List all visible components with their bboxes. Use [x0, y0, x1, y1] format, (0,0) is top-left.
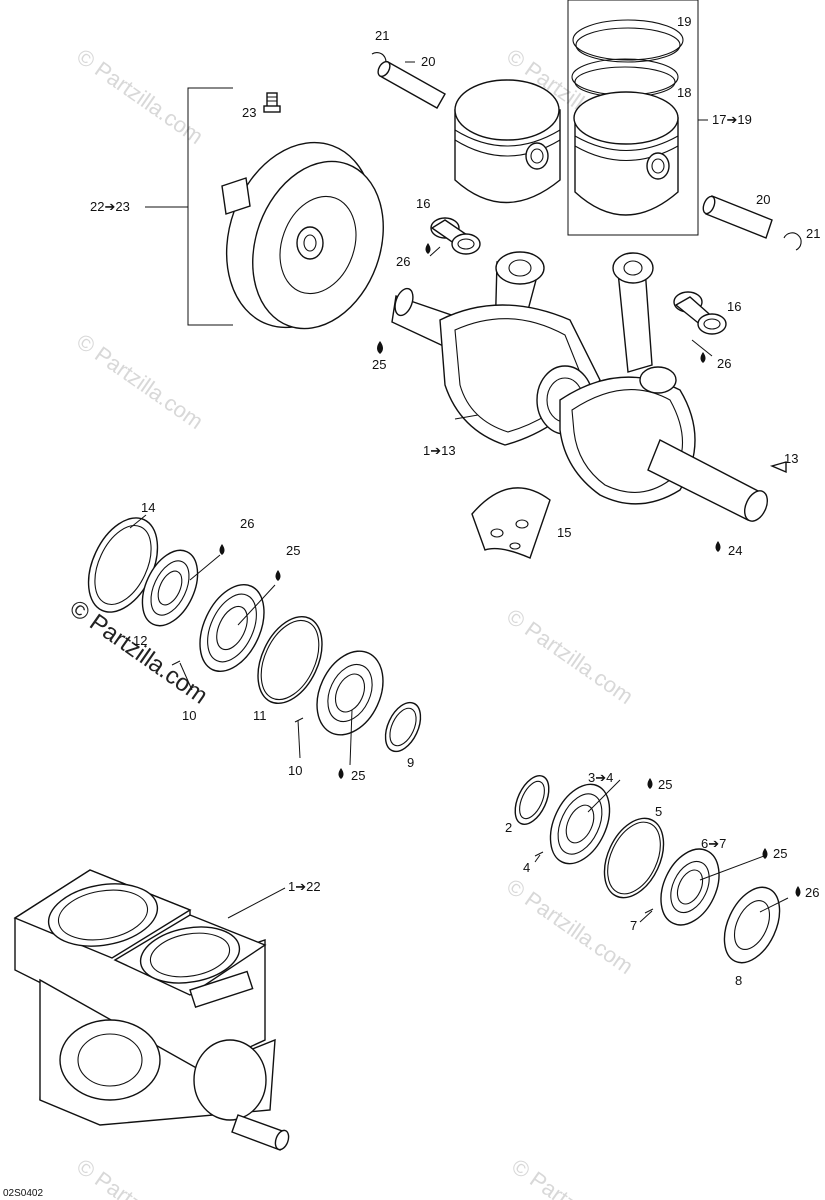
part-label: 16: [416, 196, 430, 211]
crankshaft-part: [391, 251, 769, 522]
piston-pin-part: [377, 60, 446, 109]
lubrication-drop-icons: [219, 243, 801, 897]
part-label: 7: [630, 918, 637, 933]
oil-drop-icon: [425, 243, 431, 254]
part-label: 1➔22: [288, 879, 321, 894]
part-label: 14: [141, 500, 155, 515]
part-label: 26: [805, 885, 819, 900]
watermark: © Partzilla.com: [507, 1154, 643, 1200]
pin-part: [171, 660, 181, 666]
part-label: 25: [372, 357, 386, 372]
part-label: 1➔13: [423, 443, 456, 458]
bearing-cage-part: [471, 487, 551, 559]
part-label: 22➔23: [90, 199, 130, 214]
ball-bearing-part: [660, 848, 720, 926]
ball-bearing-part: [199, 583, 265, 673]
part-label: 4: [523, 860, 530, 875]
part-label: 13: [784, 451, 798, 466]
part-label: 16: [727, 299, 741, 314]
watermark: © Partzilla.com: [72, 329, 208, 435]
part-label: 24: [728, 543, 742, 558]
pin-part: [294, 717, 304, 723]
needle-bearing-part: [430, 217, 481, 255]
watermark: © Partzilla.com: [502, 604, 638, 710]
part-label: 9: [407, 755, 414, 770]
oil-drop-icon: [647, 778, 653, 789]
oil-seal-part: [723, 886, 781, 964]
retaining-ring-part: [607, 821, 661, 895]
piston-ring-part: [572, 19, 684, 63]
oil-drop-icon: [700, 352, 706, 363]
shim-part: [389, 707, 417, 747]
ball-bearing-part: [316, 650, 384, 736]
circlip-part: [783, 232, 802, 251]
part-label: 18: [677, 85, 691, 100]
leader-lines: [129, 61, 789, 923]
pin-part: [534, 851, 544, 857]
part-label: 20: [421, 54, 435, 69]
pin-part: [644, 908, 654, 914]
part-label: 26: [240, 516, 254, 531]
part-label: 15: [557, 525, 571, 540]
part-label: 6➔7: [701, 836, 726, 851]
shim-part: [514, 775, 550, 825]
retaining-ring-part: [260, 619, 320, 701]
needle-bearing-part: [673, 291, 727, 335]
part-label: 19: [677, 14, 691, 29]
piston-part: [454, 79, 561, 204]
part-label: 10: [288, 763, 302, 778]
part-label: 25: [286, 543, 300, 558]
flywheel-part: [221, 141, 384, 330]
part-label: 25: [351, 768, 365, 783]
oil-seal-part: [141, 549, 199, 627]
oil-drop-icon: [795, 886, 801, 897]
part-label: 17➔19: [712, 112, 752, 127]
woodruff-key-part: [769, 461, 787, 474]
part-label: 2: [505, 820, 512, 835]
part-label: 3➔4: [588, 770, 613, 785]
part-label: 12: [133, 633, 147, 648]
oil-drop-icon: [338, 768, 344, 779]
part-label: 21: [806, 226, 820, 241]
piston-kit-box: [567, 0, 699, 236]
shim-part: [519, 780, 545, 820]
oil-drop-icon: [275, 570, 281, 581]
oil-drop-icon: [715, 541, 721, 552]
oil-drop-icon: [377, 341, 383, 354]
part-label: 11: [253, 708, 267, 723]
shim-ring-part: [94, 525, 152, 605]
diagram-code: 02S0402: [3, 1188, 43, 1199]
ball-bearing-part: [549, 783, 611, 865]
piston-part: [573, 91, 679, 216]
part-label: 25: [773, 846, 787, 861]
part-label: 20: [756, 192, 770, 207]
leader-line: [227, 887, 286, 919]
part-label: 26: [396, 254, 410, 269]
engine-block-part: [13, 869, 290, 1151]
screw-part: [263, 92, 281, 113]
shim-part: [384, 701, 422, 753]
part-label: 21: [375, 28, 389, 43]
piston-ring-part: [571, 58, 679, 98]
part-label: 25: [658, 777, 672, 792]
watermark-prominent: © Partzilla.com: [65, 595, 213, 710]
part-label: 10: [182, 708, 196, 723]
part-labels: 21 20 19 18 17➔19 23 22➔23 20 21 16 26 1…: [3, 14, 820, 1199]
part-label: 23: [242, 105, 256, 120]
piston-pin-part: [702, 195, 773, 239]
part-label: 26: [717, 356, 731, 371]
part-label: 5: [655, 804, 662, 819]
part-label: 8: [735, 973, 742, 988]
watermark: © Partzilla.com: [72, 1154, 208, 1200]
oil-drop-icon: [762, 848, 768, 859]
oil-drop-icon: [219, 544, 225, 555]
